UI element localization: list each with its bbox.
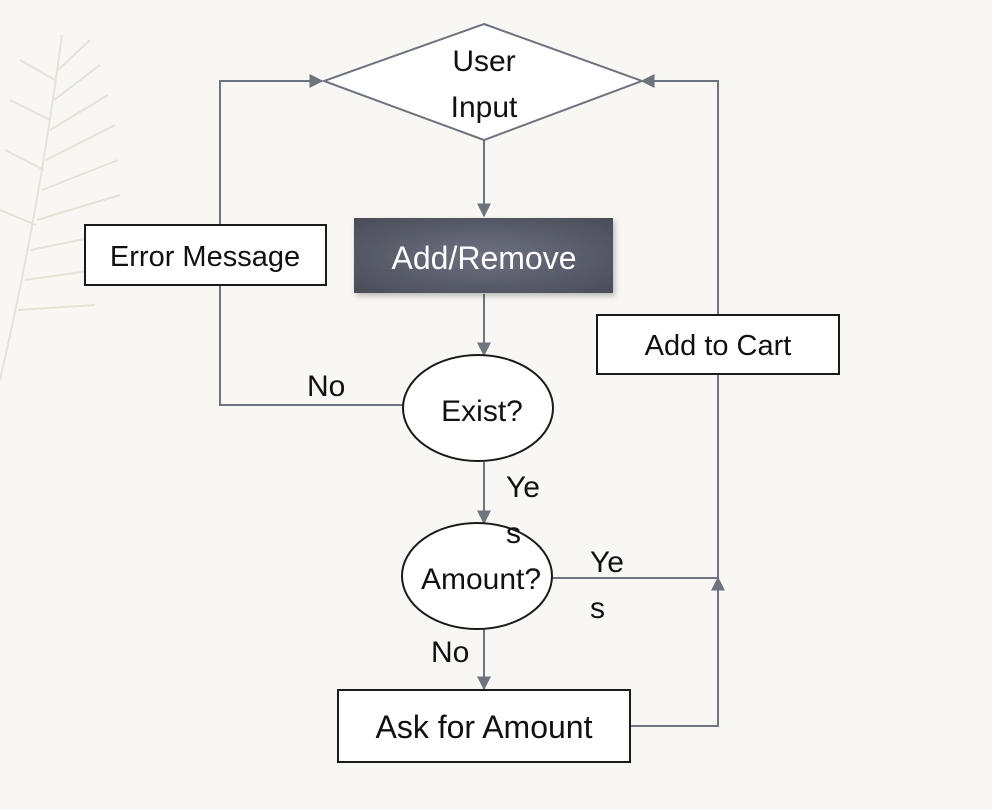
- connector-ask-to-cart: [630, 576, 725, 727]
- ask-for-amount-process: Ask for Amount: [337, 689, 631, 763]
- add-remove-label: Add/Remove: [392, 240, 577, 276]
- connectors: [219, 74, 725, 727]
- exist-yes-label-line1: Ye: [506, 471, 540, 504]
- amount-label: Amount?: [421, 563, 541, 596]
- exist-no-label: No: [307, 370, 345, 403]
- exist-yes-label-line2: s: [506, 517, 521, 550]
- exist-decision: Exist?: [402, 354, 554, 462]
- error-message-process: Error Message: [84, 224, 327, 286]
- add-remove-process: Add/Remove: [354, 218, 613, 293]
- amount-yes-label-line2: s: [590, 592, 605, 625]
- amount-decision: Amount?: [401, 522, 553, 630]
- connector-cart-to-input: [640, 74, 719, 314]
- exist-label: Exist?: [441, 395, 523, 428]
- add-to-cart-process: Add to Cart: [596, 314, 840, 375]
- amount-yes-label-line1: Ye: [590, 546, 624, 579]
- connector-error-to-input: [219, 74, 324, 225]
- user-input-label-line2: Input: [451, 91, 518, 124]
- amount-no-label: No: [431, 636, 469, 669]
- error-message-label: Error Message: [110, 241, 300, 273]
- user-input-label-line1: User: [452, 45, 515, 78]
- add-to-cart-label: Add to Cart: [645, 330, 792, 362]
- user-input-decision: User Input: [321, 22, 645, 142]
- connector-exist-no-to-error: [219, 285, 404, 406]
- palm-leaf-decoration: [0, 34, 121, 381]
- ask-for-amount-label: Ask for Amount: [376, 709, 593, 745]
